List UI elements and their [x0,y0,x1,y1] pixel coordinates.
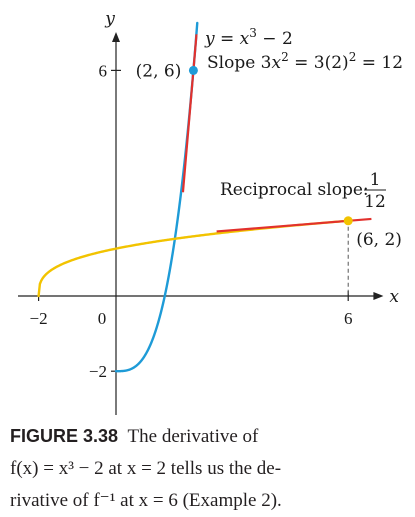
curves [37,21,372,373]
slope-label: Slope 3x2 = 3(2)2 = 12 [207,50,403,73]
caption-line-3: rivative of f⁻¹ at x = 6 (Example 2). [10,490,282,511]
fraction-numerator: 1 [370,170,381,190]
marks: (2, 6) (6, 2) [136,61,402,249]
caption-line-2: f(x) = x³ − 2 at x = 2 tells us the de- [10,458,282,479]
x-tick-label: 0 [98,309,107,328]
x-axis-arrow [373,292,384,300]
tangent-line-steep [181,34,198,193]
reciprocal-text: Reciprocal slope: [220,180,369,200]
fraction-denominator: 12 [364,192,386,212]
y-axis-label: y [104,9,115,29]
x-axis-label: x [389,287,399,307]
inverse-curve [37,219,350,298]
reciprocal-slope-label: Reciprocal slope: 1 12 [220,170,386,212]
x-tick-label: 6 [344,309,353,328]
point-label-6-2: (6, 2) [356,230,402,250]
caption-line-1: FIGURE 3.38 The derivative of [10,426,259,447]
point-6-2 [343,216,353,226]
figure-label: FIGURE 3.38 [10,426,119,446]
y-axis-arrow [112,32,120,42]
figure-caption: FIGURE 3.38 The derivative of f(x) = x³ … [10,420,410,517]
point-2-6 [188,65,198,75]
x-tick-label: −2 [30,309,48,328]
curve-label: y = x3 − 2 [204,26,293,49]
cubic-curve [114,21,199,373]
figure-plot: x y −2 0 6 6 −2 (2, 6) (6, 2) y = x3 − 2 Slope … [18,9,403,415]
y-tick-label: 6 [99,61,108,80]
point-label-2-6: (2, 6) [136,61,182,81]
y-tick-label: −2 [89,362,107,381]
